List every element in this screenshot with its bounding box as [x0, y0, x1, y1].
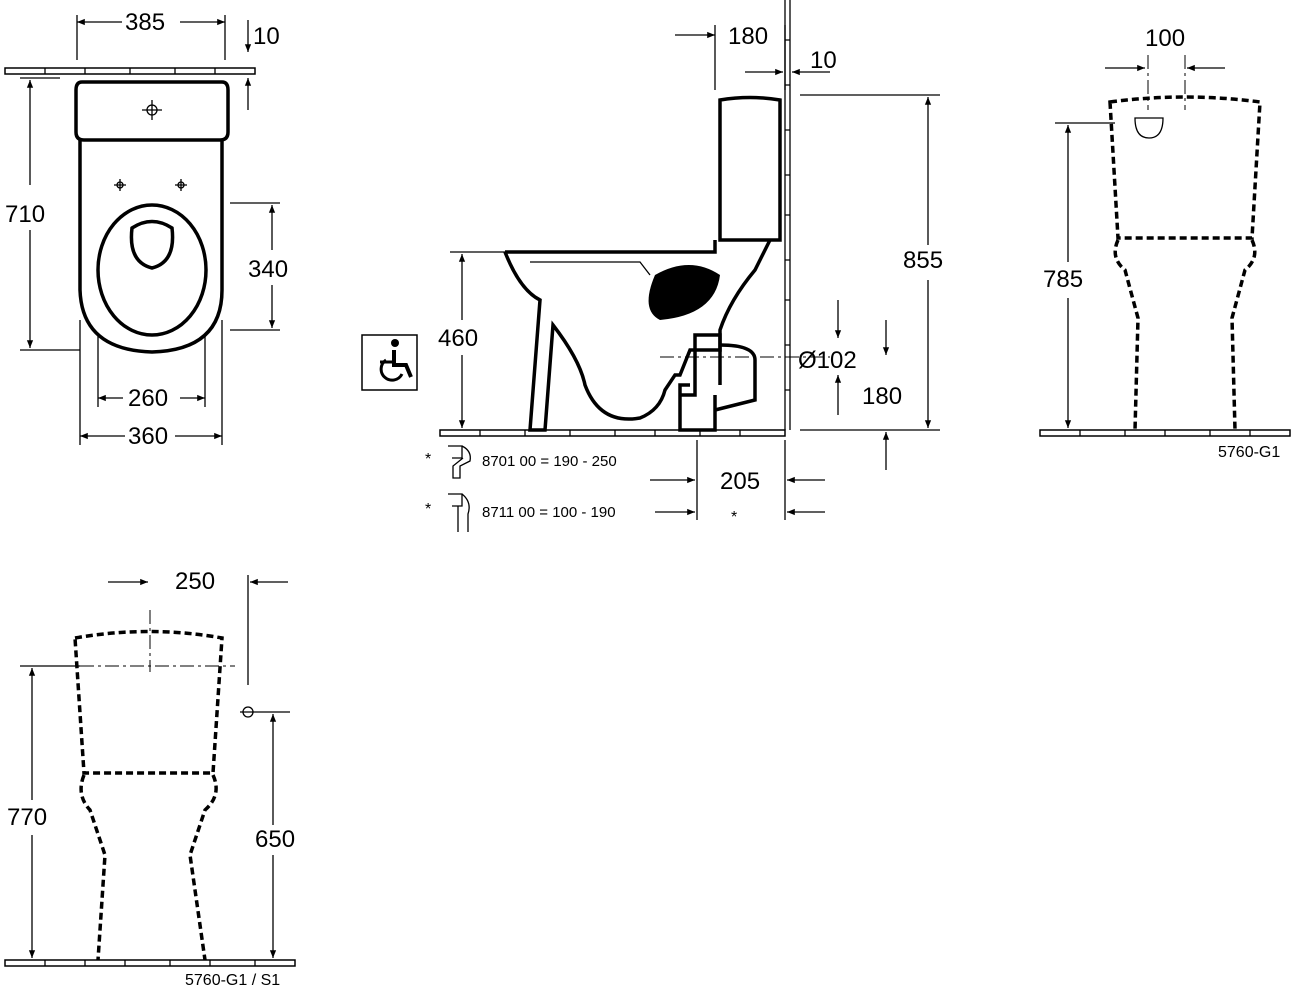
dim-height-785: 785: [1043, 266, 1083, 293]
tank-front: [1108, 95, 1262, 240]
model-label: 5760-G1: [1218, 444, 1280, 461]
dim-outlet-diameter: Ø102: [798, 347, 857, 374]
bowl-outline: [78, 140, 224, 354]
front-view-bottom: 250 770 650 5760-G1 / S1: [4, 568, 296, 989]
floor-strip: [439, 429, 786, 437]
adapter-8711: * 8711 00 = 100 - 190: [425, 493, 616, 532]
adapter-8701: * 8701 00 = 190 - 250: [425, 445, 617, 479]
svg-text:*: *: [425, 501, 431, 518]
dim-height-770: 770: [7, 804, 47, 831]
dim-width-385: 385: [125, 9, 165, 36]
adapter-elbow-icon: [448, 445, 471, 479]
outlet-connector: [714, 343, 757, 412]
wheelchair-icon: [361, 334, 418, 391]
flush-button-icon: [1134, 117, 1164, 139]
front-view-right: 100 785 5760-G1: [1039, 25, 1291, 461]
dim-wall-gap-10: 10: [253, 23, 280, 50]
dim-height-855: 855: [903, 247, 943, 274]
asterisk-note: *: [731, 509, 737, 526]
dim-top-width-100: 100: [1145, 25, 1185, 52]
bowl-front: [79, 774, 218, 961]
side-view: 180 10 855 460 Ø102 180 205 * * 8701 00 …: [361, 0, 943, 532]
adapter-straight-icon: [448, 493, 470, 532]
model-label: 5760-G1 / S1: [185, 972, 280, 989]
dim-inlet-height-650: 650: [255, 826, 295, 853]
dim-tank-offset-180: 180: [728, 23, 768, 50]
dim-seat-340: 340: [248, 256, 288, 283]
svg-text:*: *: [425, 451, 431, 468]
dim-seat-height-460: 460: [438, 325, 478, 352]
trap-fill: [648, 265, 720, 320]
dim-wall-gap-10: 10: [810, 47, 837, 74]
floor-strip: [4, 959, 296, 967]
dim-seat-260: 260: [128, 385, 168, 412]
svg-text:8701 00 = 190 - 250: 8701 00 = 190 - 250: [482, 453, 617, 470]
seat-outline: [96, 203, 208, 337]
dim-outlet-height-180: 180: [862, 383, 902, 410]
bowl-side: [503, 239, 772, 432]
bowl-front: [1113, 239, 1257, 431]
dim-outlet-distance-205: 205: [720, 468, 760, 495]
cistern-side: [718, 95, 782, 242]
floor-strip: [1039, 429, 1291, 437]
wall-strip: [4, 67, 256, 75]
outlet-pipe: [678, 333, 722, 432]
tank-front: [73, 629, 224, 775]
plan-view: 385 10 710 340 260 360: [4, 9, 288, 450]
dim-inlet-offset-250: 250: [175, 568, 215, 595]
tank-outline: [74, 80, 230, 142]
svg-text:8711 00 = 100 - 190: 8711 00 = 100 - 190: [482, 504, 616, 521]
dim-bowl-360: 360: [128, 423, 168, 450]
bowl-opening: [129, 219, 175, 270]
dim-depth-710: 710: [5, 201, 45, 228]
